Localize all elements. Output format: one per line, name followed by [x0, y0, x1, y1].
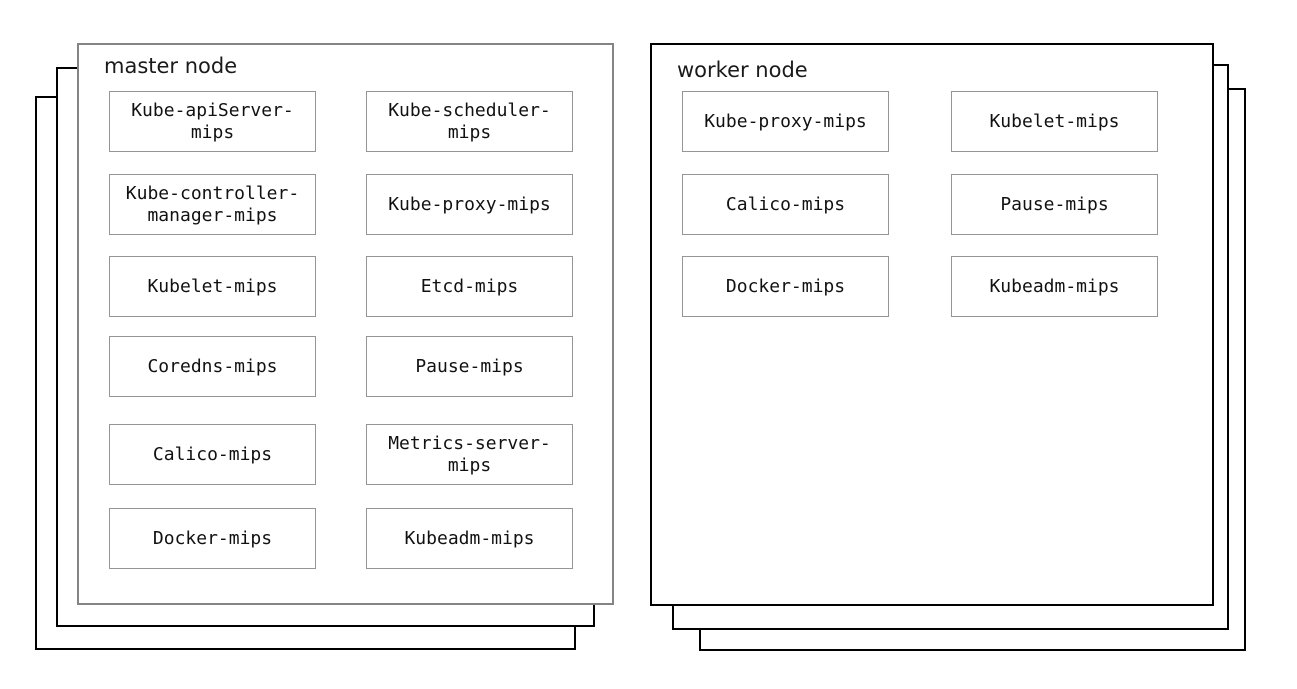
- component-label: Kube-scheduler-mips: [388, 99, 551, 143]
- master-component-coredns: Coredns-mips: [109, 336, 316, 397]
- worker-component-kubelet: Kubelet-mips: [951, 91, 1158, 152]
- component-label: Kubeadm-mips: [404, 527, 535, 549]
- component-label: Etcd-mips: [420, 275, 519, 297]
- component-label: Docker-mips: [725, 275, 846, 297]
- component-label: Kube-proxy-mips: [704, 110, 867, 132]
- component-label: Docker-mips: [152, 527, 273, 549]
- master-component-calico: Calico-mips: [109, 424, 316, 485]
- component-label: Calico-mips: [152, 443, 273, 465]
- worker-node-box: worker node Kube-proxy-mips Kubelet-mips…: [650, 43, 1214, 606]
- component-label: Kubelet-mips: [989, 110, 1120, 132]
- master-component-docker: Docker-mips: [109, 508, 316, 569]
- worker-component-calico: Calico-mips: [682, 174, 889, 235]
- worker-component-docker: Docker-mips: [682, 256, 889, 317]
- worker-component-kube-proxy: Kube-proxy-mips: [682, 91, 889, 152]
- master-component-etcd: Etcd-mips: [366, 256, 573, 317]
- master-component-kube-controller-manager: Kube-controller-manager-mips: [109, 174, 316, 235]
- component-label: Kube-proxy-mips: [388, 193, 551, 215]
- master-component-pause: Pause-mips: [366, 336, 573, 397]
- master-component-kubelet: Kubelet-mips: [109, 256, 316, 317]
- component-label: Calico-mips: [725, 193, 846, 215]
- master-component-kubeadm: Kubeadm-mips: [366, 508, 573, 569]
- master-component-kube-scheduler: Kube-scheduler-mips: [366, 91, 573, 152]
- component-label: Kubelet-mips: [147, 275, 278, 297]
- worker-component-kubeadm: Kubeadm-mips: [951, 256, 1158, 317]
- component-label: Kubeadm-mips: [989, 275, 1120, 297]
- component-label: Kube-apiServer-mips: [131, 99, 294, 143]
- master-component-kube-apiserver: Kube-apiServer-mips: [109, 91, 316, 152]
- component-label: Pause-mips: [1000, 193, 1109, 215]
- component-label: Coredns-mips: [147, 355, 278, 377]
- master-node-box: master node Kube-apiServer-mips Kube-sch…: [77, 43, 614, 605]
- component-label: Metrics-server-mips: [388, 432, 551, 476]
- master-node-title: master node: [104, 54, 238, 78]
- master-component-metrics-server: Metrics-server-mips: [366, 424, 573, 485]
- component-label: Pause-mips: [415, 355, 524, 377]
- master-component-kube-proxy: Kube-proxy-mips: [366, 174, 573, 235]
- worker-component-pause: Pause-mips: [951, 174, 1158, 235]
- component-label: Kube-controller-manager-mips: [125, 182, 300, 226]
- worker-node-title: worker node: [677, 58, 808, 82]
